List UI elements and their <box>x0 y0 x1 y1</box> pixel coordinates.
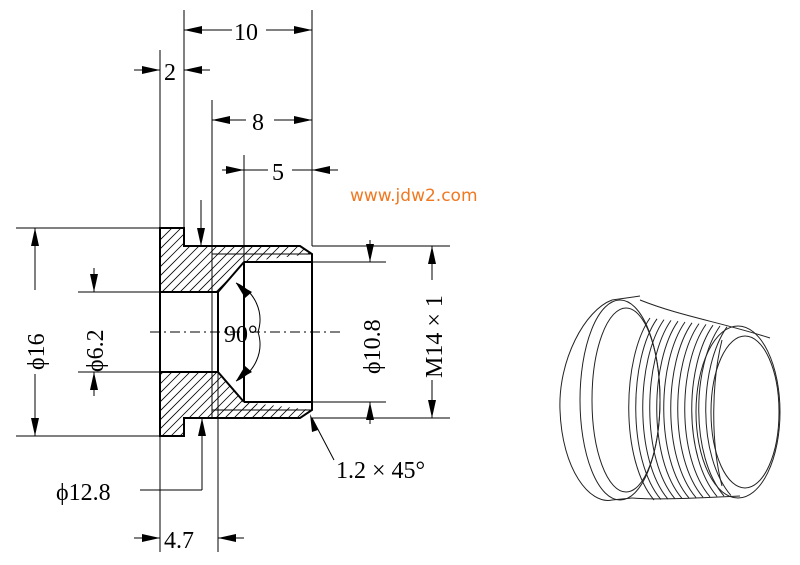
dim-flange-thickness: 2 <box>134 60 210 86</box>
inner-small-diameter-label: ϕ6.2 <box>83 329 109 372</box>
outer-diameter-label: ϕ16 <box>24 333 50 370</box>
flange-thickness-label: 2 <box>164 60 176 86</box>
dim-inner-small-diameter: ϕ6.2 <box>83 268 109 396</box>
isometric-view <box>559 295 781 501</box>
bore-depth-label: 8 <box>252 110 264 136</box>
cone-angle-label: 90° <box>224 322 258 348</box>
dim-neck-diameter: ϕ12.8 <box>56 418 206 506</box>
flange-step-arrow <box>197 200 205 246</box>
section-hatch <box>160 228 312 436</box>
dim-inner-large-diameter: ϕ10.8 <box>360 240 386 424</box>
section-view <box>150 227 340 437</box>
chamfer-label: 1.2 × 45° <box>336 458 425 484</box>
total-length-label: 10 <box>234 20 258 46</box>
neck-offset-label: 4.7 <box>164 528 194 554</box>
dim-total-length: 10 <box>184 20 312 46</box>
dim-neck-offset: 4.7 <box>134 528 244 554</box>
dim-thread-length: 5 <box>222 160 338 186</box>
inner-large-diameter-label: ϕ10.8 <box>360 319 386 374</box>
neck-diameter-label: ϕ12.8 <box>56 480 111 506</box>
dim-bore-depth: 8 <box>212 110 312 136</box>
dim-outer-diameter: ϕ16 <box>24 228 50 436</box>
dim-cone-angle: 90° <box>224 282 261 382</box>
dim-thread-spec: M14 × 1 <box>422 246 448 418</box>
extension-lines <box>16 10 450 552</box>
thread-spec-label: M14 × 1 <box>422 295 448 378</box>
thread-length-label: 5 <box>272 160 284 186</box>
dim-chamfer: 1.2 × 45° <box>310 414 425 484</box>
watermark: www.jdw2.com <box>350 186 478 206</box>
